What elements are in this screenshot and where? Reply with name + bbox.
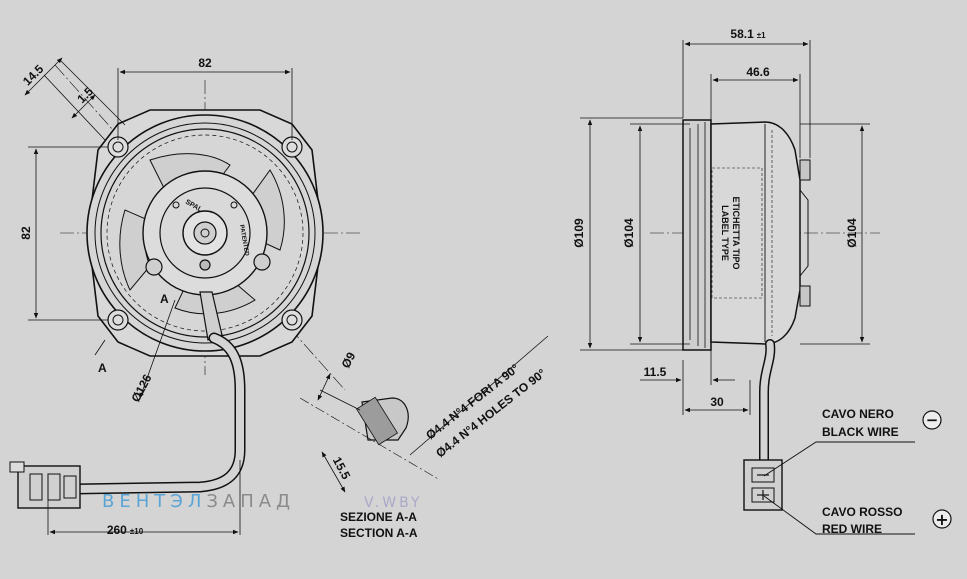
side-connector-pin: [751, 467, 775, 483]
hub-screw: [199, 259, 211, 271]
dim-text-581-tol: ±1: [757, 31, 766, 40]
red-wire-leader: [763, 495, 915, 535]
hub-rivet: [230, 201, 238, 209]
dim-text-145: 14.5: [20, 62, 47, 89]
section-a-a: [299, 335, 549, 493]
section-label-en: SECTION A-A: [340, 526, 418, 540]
holes-leader: [409, 335, 549, 456]
front-dimensions: [24, 57, 293, 535]
section-label-it: SEZIONE A-A: [340, 510, 417, 524]
section-line-a: [94, 339, 106, 356]
section-hatch: [355, 396, 399, 446]
motor-shaft-center: [200, 228, 210, 238]
dim-text-466: 46.6: [746, 65, 770, 79]
minus-symbol-circle: [922, 410, 942, 430]
hub-mount-screw: [145, 258, 163, 276]
dim-depth-155: [321, 451, 346, 493]
watermark-part-2: ЗАПАД: [206, 491, 295, 512]
side-dimensions: [580, 40, 870, 415]
dim-text-260: 260±10: [107, 523, 144, 537]
label-type-it: ETICHETTA TIPO: [731, 197, 741, 270]
housing-ring-2: [94, 122, 316, 344]
dim-text-104-b: Ø104: [845, 218, 859, 248]
wire-exit: [199, 291, 223, 341]
dim-text-260-tol: ±10: [130, 527, 144, 536]
watermark-part-1: ВЕНТЭЛ: [102, 491, 206, 512]
section-centerline: [299, 397, 441, 481]
dim-dia-126: [139, 299, 176, 399]
side-bump: [799, 159, 811, 181]
dim-offset-15: [71, 94, 96, 119]
side-connector-pin: [751, 487, 775, 503]
mounting-hole: [281, 309, 303, 331]
hub-mount-screw: [253, 253, 271, 271]
housing-ring-3: [100, 128, 310, 338]
dim-text-581-value: 58.1: [730, 27, 754, 41]
side-bump: [799, 285, 811, 307]
black-wire-label-en: BLACK WIRE: [822, 425, 899, 439]
dim-dia-9: [317, 373, 331, 401]
connector-body: [17, 465, 81, 509]
dim-text-126: Ø126: [128, 372, 154, 405]
side-view: [650, 119, 952, 535]
watermark-text: ВЕНТЭЛЗАПАД: [102, 491, 295, 512]
red-wire-label-en: RED WIRE: [822, 522, 882, 536]
black-wire-leader: [763, 441, 915, 477]
connector-latch: [9, 461, 25, 473]
hub-rivet: [172, 201, 180, 209]
section-mark-a-bottom: A: [98, 361, 107, 375]
label-type-en: LABEL TYPE: [720, 205, 730, 261]
dim-text-581: 58.1±1: [730, 27, 766, 41]
mounting-hole: [281, 136, 303, 158]
dim-text-15: 1.5: [74, 84, 96, 106]
dim-text-260-value: 260: [107, 523, 127, 537]
watermark-domain: V.WBY: [364, 495, 422, 511]
plus-symbol: +: [935, 510, 948, 529]
connector-pin: [63, 475, 77, 499]
front-view: [9, 64, 360, 509]
minus-symbol: −: [926, 411, 939, 429]
dim-text-9: Ø9: [339, 349, 359, 370]
red-wire-label-it: CAVO ROSSO: [822, 505, 902, 519]
dim-text-115: 11.5: [644, 365, 667, 379]
hub-patented-text: PATENTED: [238, 224, 249, 257]
motor-shaft: [193, 221, 217, 245]
dim-text-82-width: 82: [198, 56, 212, 70]
dim-text-109: Ø109: [572, 218, 586, 248]
plus-symbol-circle: [932, 509, 952, 529]
housing-ring-hidden: [106, 134, 304, 332]
side-cable-inner: [760, 340, 774, 464]
side-flange: [682, 119, 712, 351]
section-mark-a-top: A: [160, 292, 169, 306]
connector-pin: [29, 473, 43, 501]
dim-offset-145: [24, 57, 63, 96]
dim-text-104-a: Ø104: [622, 218, 636, 248]
dim-text-155: 15.5: [330, 455, 353, 482]
label-area: [711, 167, 763, 299]
dim-text-82-height: 82: [19, 226, 33, 240]
mounting-hole: [107, 309, 129, 331]
connector-pin: [47, 473, 61, 501]
watermark: ВЕНТЭЛЗАПАД V.WBY: [102, 491, 422, 512]
black-wire-label-it: CAVO NERO: [822, 407, 894, 421]
dim-text-30: 30: [710, 395, 724, 409]
cable-inner: [71, 334, 244, 493]
